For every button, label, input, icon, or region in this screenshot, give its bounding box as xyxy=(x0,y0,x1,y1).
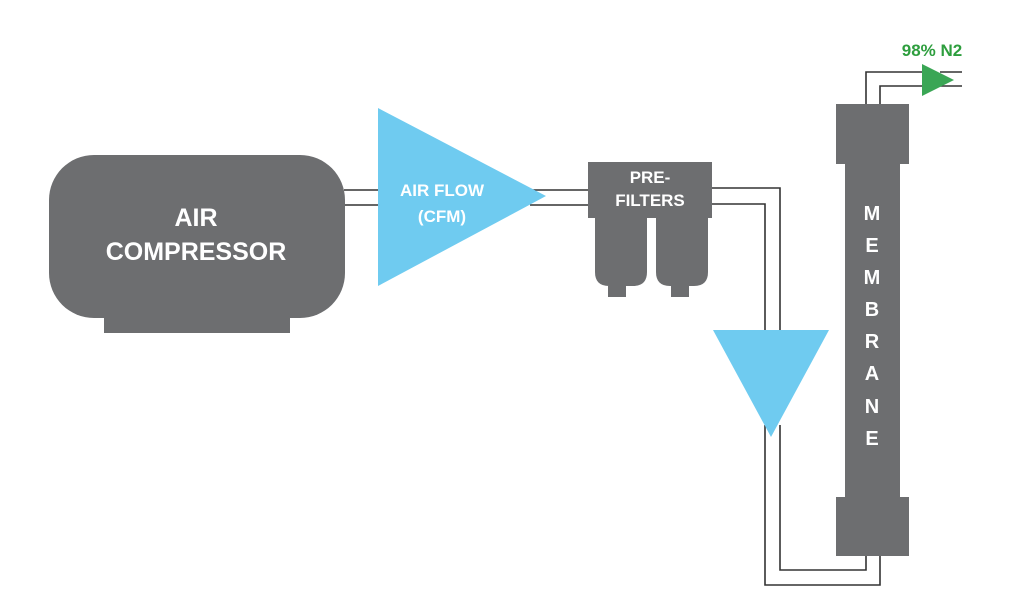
air-flow-label-line1: AIR FLOW xyxy=(400,181,485,200)
prefilters-label-line2: FILTERS xyxy=(615,191,685,210)
air-compressor: AIR COMPRESSOR xyxy=(49,155,345,333)
prefilters-head xyxy=(588,162,712,218)
prefilter-bowl-left xyxy=(595,218,647,286)
pipe-bottom-inner xyxy=(779,425,867,571)
air-flow-label-line2: (CFM) xyxy=(418,207,466,226)
air-compressor-body xyxy=(49,155,345,318)
membrane-letter: A xyxy=(865,363,879,385)
membrane: M E M B R A N E xyxy=(836,104,909,556)
pipe-output-outer xyxy=(865,71,925,104)
output-arrow xyxy=(922,64,954,96)
pipe-prefilter-inner xyxy=(710,203,766,340)
prefilters-label-line1: PRE- xyxy=(630,168,671,187)
membrane-letter: M xyxy=(864,267,881,289)
membrane-letter: E xyxy=(865,428,878,450)
membrane-letter: E xyxy=(865,235,878,257)
air-compressor-label-line1: AIR xyxy=(174,204,217,232)
pipe-output-inner xyxy=(879,85,925,104)
nitrogen-output: 98% N2 xyxy=(902,41,962,96)
prefilters: PRE- FILTERS xyxy=(588,162,712,297)
air-flow-indicator: AIR FLOW (CFM) xyxy=(378,108,546,286)
membrane-body xyxy=(845,160,900,500)
prefilter-drain-right xyxy=(671,286,689,297)
pipe-bottom-outer xyxy=(764,425,881,586)
pipe-prefilter-outer xyxy=(710,187,781,340)
membrane-letter: B xyxy=(865,299,879,321)
membrane-top-cap xyxy=(836,104,909,164)
membrane-letter: N xyxy=(865,396,879,418)
prefilter-drain-left xyxy=(608,286,626,297)
membrane-letter: R xyxy=(865,331,880,353)
membrane-bottom-cap xyxy=(836,497,909,556)
downflow-triangle xyxy=(713,330,829,437)
air-flow-triangle xyxy=(378,108,546,286)
membrane-label: M E M B R A N E xyxy=(864,203,881,450)
pipes xyxy=(344,71,962,586)
prefilter-bowl-right xyxy=(656,218,708,286)
output-label: 98% N2 xyxy=(902,41,962,60)
membrane-letter: M xyxy=(864,203,881,225)
air-compressor-label-line2: COMPRESSOR xyxy=(106,238,287,266)
